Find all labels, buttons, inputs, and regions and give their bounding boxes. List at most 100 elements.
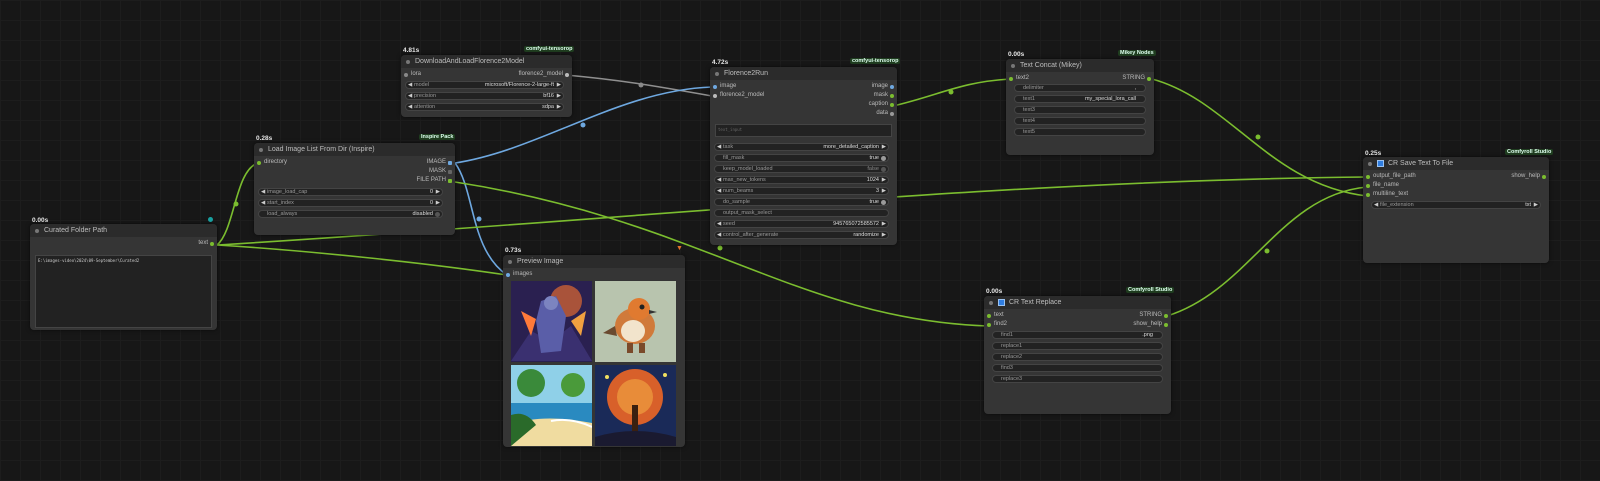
widget-find1[interactable]: find1.png xyxy=(992,331,1163,339)
left-arrow-icon[interactable]: ◀ xyxy=(261,189,266,195)
widget-find3[interactable]: find3 xyxy=(992,364,1163,372)
input-slot-dot[interactable] xyxy=(713,94,717,98)
text-input-area[interactable]: text_input xyxy=(715,124,892,137)
left-arrow-icon[interactable]: ◀ xyxy=(261,200,266,206)
toggle-icon[interactable] xyxy=(881,156,886,161)
right-arrow-icon[interactable]: ▶ xyxy=(556,82,561,88)
collapse-dot-icon[interactable] xyxy=(1011,63,1015,68)
node-florence2-run[interactable]: Florence2Run image florence2_model image… xyxy=(710,67,897,245)
widget-text4[interactable]: text4 xyxy=(1014,117,1146,125)
left-arrow-icon[interactable]: ◀ xyxy=(717,188,722,194)
checkbox-icon[interactable] xyxy=(998,299,1005,306)
input-slot-dot[interactable] xyxy=(987,323,991,327)
toggle-icon[interactable] xyxy=(881,167,886,172)
right-arrow-icon[interactable]: ▶ xyxy=(881,188,886,194)
collapse-dot-icon[interactable] xyxy=(715,71,719,76)
node-header[interactable]: Florence2Run xyxy=(710,67,897,80)
armored-warrior-image[interactable] xyxy=(511,281,592,362)
collapse-dot-icon[interactable] xyxy=(259,147,263,152)
beach-landscape-image[interactable] xyxy=(511,365,592,446)
right-arrow-icon[interactable]: ▶ xyxy=(1533,202,1538,208)
node-header[interactable]: Curated Folder Path xyxy=(30,224,217,237)
output-slot-dot[interactable] xyxy=(890,112,894,116)
left-arrow-icon[interactable]: ◀ xyxy=(1374,202,1379,208)
output-slot-dot[interactable] xyxy=(1164,314,1168,318)
node-text-concat[interactable]: Text Concat (Mikey) text2 STRING delimit… xyxy=(1006,59,1154,155)
output-slot-dot[interactable] xyxy=(448,170,452,174)
node-load-image-list[interactable]: Load Image List From Dir (Inspire) direc… xyxy=(254,143,455,235)
input-slot-dot[interactable] xyxy=(713,85,717,89)
widget-text5[interactable]: text5 xyxy=(1014,128,1146,136)
right-arrow-icon[interactable]: ▶ xyxy=(435,189,440,195)
output-slot-dot[interactable] xyxy=(1542,175,1546,179)
node-curated-folder-path[interactable]: Curated Folder Path text E:\images-video… xyxy=(30,224,217,330)
input-slot-dot[interactable] xyxy=(506,273,510,277)
output-slot-dot[interactable] xyxy=(1164,323,1168,327)
right-arrow-icon[interactable]: ▶ xyxy=(881,221,886,227)
node-header[interactable]: Text Concat (Mikey) xyxy=(1006,59,1154,72)
node-header[interactable]: CR Text Replace xyxy=(984,296,1171,309)
output-slot-dot[interactable] xyxy=(210,242,214,246)
node-preview-image[interactable]: Preview Image images xyxy=(503,255,685,447)
output-slot-dot[interactable] xyxy=(890,103,894,107)
input-slot-dot[interactable] xyxy=(1366,184,1370,188)
widget-replace1[interactable]: replace1 xyxy=(992,342,1163,350)
node-header[interactable]: Load Image List From Dir (Inspire) xyxy=(254,143,455,156)
collapse-dot-icon[interactable] xyxy=(35,228,39,233)
left-arrow-icon[interactable]: ◀ xyxy=(408,82,413,88)
left-arrow-icon[interactable]: ◀ xyxy=(408,104,413,110)
right-arrow-icon[interactable]: ▶ xyxy=(881,177,886,183)
left-arrow-icon[interactable]: ◀ xyxy=(408,93,413,99)
widget-output-mask-select[interactable]: output_mask_select xyxy=(714,209,889,217)
input-slot-dot[interactable] xyxy=(1366,175,1370,179)
node-header[interactable]: CR Save Text To File xyxy=(1363,157,1549,170)
right-arrow-icon[interactable]: ▶ xyxy=(556,104,561,110)
right-arrow-icon[interactable]: ▶ xyxy=(435,200,440,206)
left-arrow-icon[interactable]: ◀ xyxy=(717,221,722,227)
widget-replace3[interactable]: replace3 xyxy=(992,375,1163,383)
output-slot-dot[interactable] xyxy=(448,161,452,165)
node-header[interactable]: DownloadAndLoadFlorence2Model xyxy=(401,55,572,68)
node-header[interactable]: Preview Image xyxy=(503,255,685,268)
robin-bird-image[interactable] xyxy=(595,281,676,362)
path-textarea[interactable]: E:\images-video\2024\09-September\Curate… xyxy=(35,255,212,328)
collapse-dot-icon[interactable] xyxy=(1368,161,1372,166)
input-slot-dot[interactable] xyxy=(1009,77,1013,81)
node-download-load-florence[interactable]: DownloadAndLoadFlorence2Model lora flore… xyxy=(401,55,572,117)
widget-text3[interactable]: text3 xyxy=(1014,106,1146,114)
left-arrow-icon[interactable]: ◀ xyxy=(717,144,722,150)
node-cr-text-replace[interactable]: CR Text Replace text find2 STRING show_h… xyxy=(984,296,1171,414)
widget-delimiter[interactable]: delimiter, xyxy=(1014,84,1146,92)
left-arrow-icon[interactable]: ◀ xyxy=(717,177,722,183)
toggle-icon[interactable] xyxy=(435,212,440,217)
toggle-icon[interactable] xyxy=(881,200,886,205)
input-slot-dot[interactable] xyxy=(1366,193,1370,197)
widget-replace2[interactable]: replace2 xyxy=(992,353,1163,361)
output-slot-dot[interactable] xyxy=(448,179,452,183)
input-slot-dot[interactable] xyxy=(257,161,261,165)
collapse-dot-icon[interactable] xyxy=(508,259,512,264)
output-slot-dot[interactable] xyxy=(890,85,894,89)
left-arrow-icon[interactable]: ◀ xyxy=(717,232,722,238)
output-slot-dot[interactable] xyxy=(890,94,894,98)
input-slot-dot[interactable] xyxy=(404,73,408,77)
input-slot-dot[interactable] xyxy=(987,314,991,318)
collapse-dot-icon[interactable] xyxy=(406,59,410,64)
output-slot-dot[interactable] xyxy=(565,73,569,77)
right-arrow-icon[interactable]: ▶ xyxy=(881,144,886,150)
checkbox-icon[interactable] xyxy=(1377,160,1384,167)
